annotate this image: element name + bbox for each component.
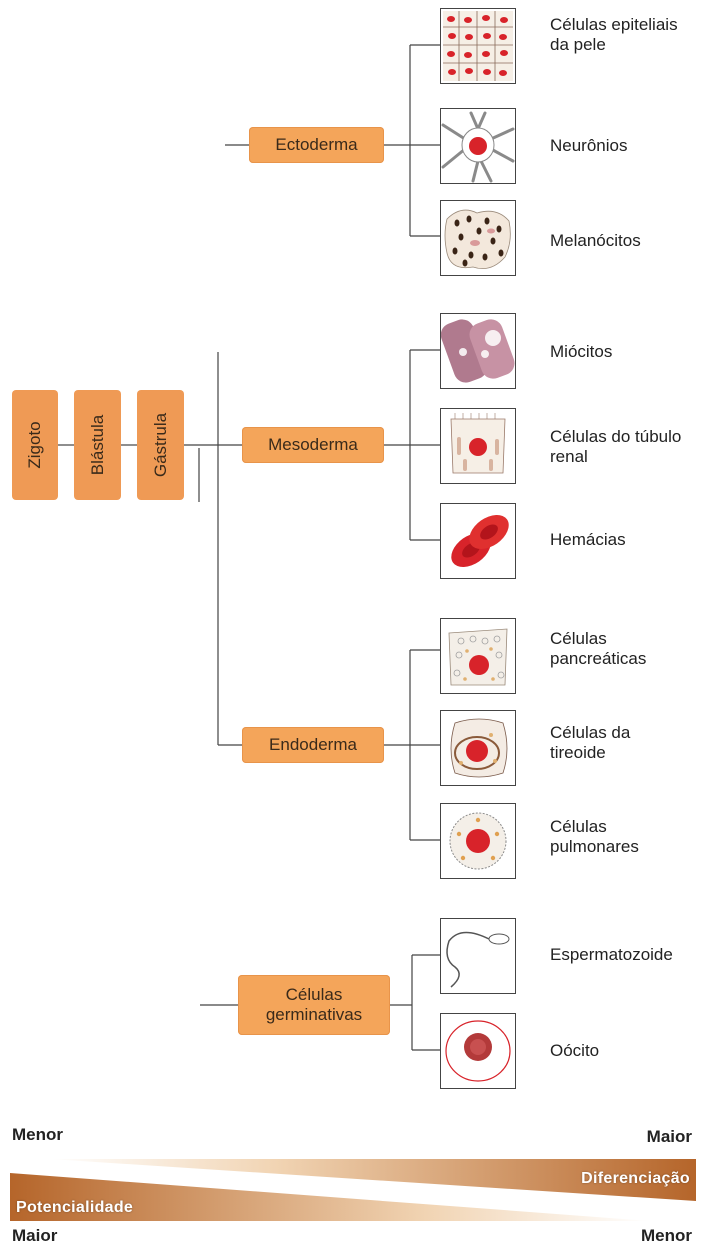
potentiality-band [10, 1173, 650, 1221]
stage-zigoto-label: Zigoto [25, 421, 44, 469]
oocyte-image [440, 1013, 516, 1089]
gradient-bands [10, 1159, 696, 1221]
stage-zigoto: Zigoto [12, 390, 58, 500]
oocyte-label: Oócito [550, 1041, 600, 1060]
pulmonary-cell-label: Células pulmonares [550, 817, 639, 857]
layer-ectoderma-label: Ectoderma [275, 135, 358, 155]
pulmonary-cell-image [440, 803, 516, 879]
layer-mesoderma-label: Mesoderma [268, 435, 358, 455]
layer-endoderma-label: Endoderma [269, 735, 357, 755]
layer-mesoderma: Mesoderma [242, 427, 384, 463]
myocyte-label: Miócitos [550, 342, 613, 361]
epithelial-cells-image [440, 8, 516, 84]
pancreatic-cell-image [440, 618, 516, 694]
layer-germinativas: Células germinativas [238, 975, 390, 1035]
sperm-label: Espermatozoide [550, 945, 673, 964]
sperm-image [440, 918, 516, 994]
melanocyte-image [440, 200, 516, 276]
pancreatic-cell-label: Células pancreáticas [550, 629, 647, 669]
differentiation-band [50, 1159, 696, 1201]
band-potentiality-label: Potencialidade [16, 1199, 134, 1216]
neuron-label: Neurônios [550, 136, 628, 155]
myocyte-image [440, 313, 516, 389]
stage-blastula: Blástula [74, 390, 121, 500]
renal-tubule-image [440, 408, 516, 484]
thyroid-cell-label: Células da tireoide [550, 723, 631, 763]
stage-blastula-label: Blástula [87, 414, 107, 476]
melanocyte-label: Melanócitos [550, 231, 641, 250]
band-differentiation-label: Diferenciação [581, 1170, 690, 1187]
red-blood-cell-label: Hemácias [550, 530, 626, 549]
layer-germinativas-label: Células germinativas [265, 985, 363, 1024]
layer-ectoderma: Ectoderma [249, 127, 384, 163]
thyroid-cell-image [440, 710, 516, 786]
renal-tubule-label: Células do túbulo renal [550, 427, 682, 467]
scale-top-left: Menor [12, 1125, 63, 1144]
layer-endoderma: Endoderma [242, 727, 384, 763]
scale-top-right: Maior [646, 1127, 692, 1146]
scale-bottom-right: Menor [641, 1226, 692, 1245]
epithelial-cells-label: Células epiteliais da pele [550, 15, 678, 55]
red-blood-cell-image [440, 503, 516, 579]
stage-gastrula-label: Gástrula [150, 412, 170, 478]
neuron-image [440, 108, 516, 184]
stage-gastrula: Gástrula [137, 390, 184, 500]
scale-bottom-left: Maior [12, 1226, 58, 1245]
